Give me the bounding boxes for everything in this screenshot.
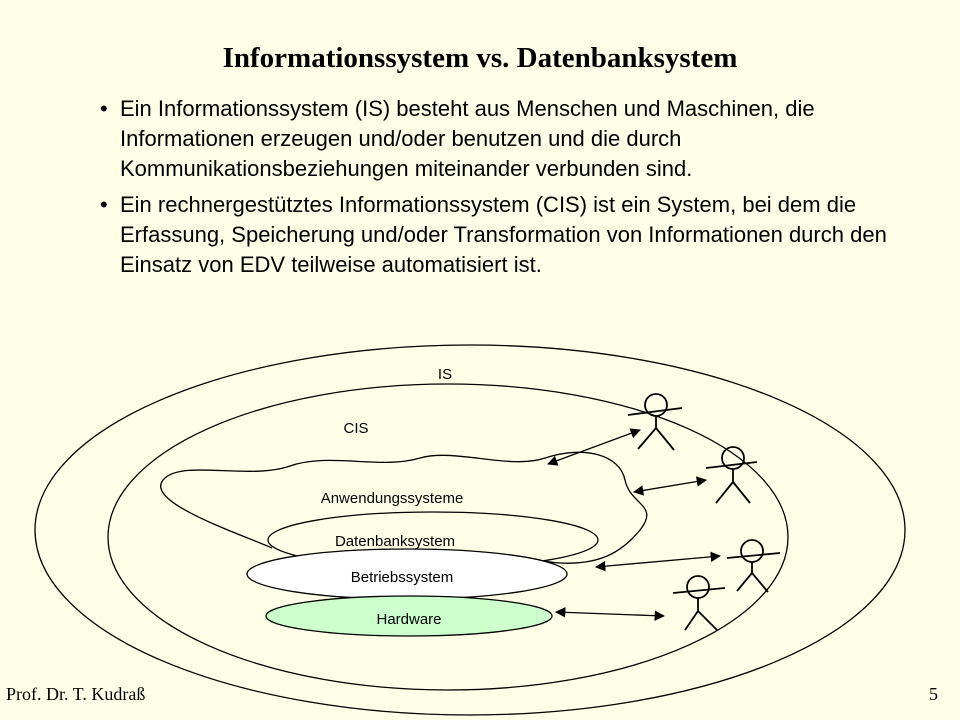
person-icon [627,393,683,451]
cis-label: CIS [343,420,368,437]
bullet-item: • Ein Informationssystem (IS) besteht au… [100,94,900,184]
is-ellipse [34,344,906,716]
person-icon [672,575,726,631]
hardware-ellipse [265,595,553,637]
bullet-list: • Ein Informationssystem (IS) besteht au… [100,94,900,286]
bullet-item: • Ein rechnergestütztes Informationssyst… [100,190,900,280]
cis-ellipse [107,383,789,691]
page-number: 5 [929,684,938,704]
person-icon [726,539,781,593]
bullet-text: Ein rechnergestütztes Informationssystem… [120,192,887,277]
is-label: IS [438,366,452,383]
communication-arrow [547,428,641,466]
bullet-text: Ein Informationssystem (IS) besteht aus … [120,96,815,181]
communication-arrow [554,607,666,621]
database-system-label: Datenbanksystem [335,533,455,550]
applications-shape [160,451,648,564]
footer-author: Prof. Dr. T. Kudraß [6,684,146,704]
bullet-marker: • [100,192,108,217]
person-icon [705,446,758,504]
slide-title: Informationssystem vs. Datenbanksystem [222,42,738,74]
communication-arrow [632,476,708,496]
communication-arrow [594,551,722,572]
applications-label: Anwendungssysteme [321,490,464,507]
os-label: Betriebssystem [351,569,454,586]
bullet-marker: • [100,96,108,121]
hardware-label: Hardware [376,611,441,628]
